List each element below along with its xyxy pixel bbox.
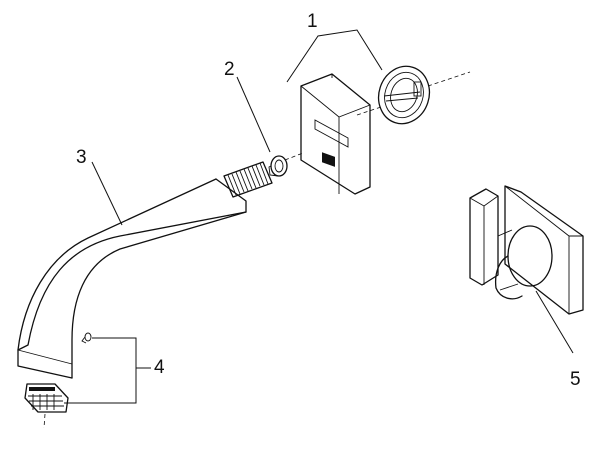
leader-lines (64, 29, 574, 404)
aerator-icon (24, 332, 92, 429)
cover-plate-assembly-icon (300, 65, 471, 195)
callout-5: 5 (570, 369, 581, 390)
callout-4: 4 (154, 357, 165, 378)
washer-icon (268, 152, 304, 177)
handle-assembly-icon (469, 185, 584, 315)
spout-icon (17, 161, 273, 379)
callout-2: 2 (224, 59, 235, 80)
callout-1: 1 (307, 11, 318, 32)
callout-3: 3 (76, 147, 87, 168)
